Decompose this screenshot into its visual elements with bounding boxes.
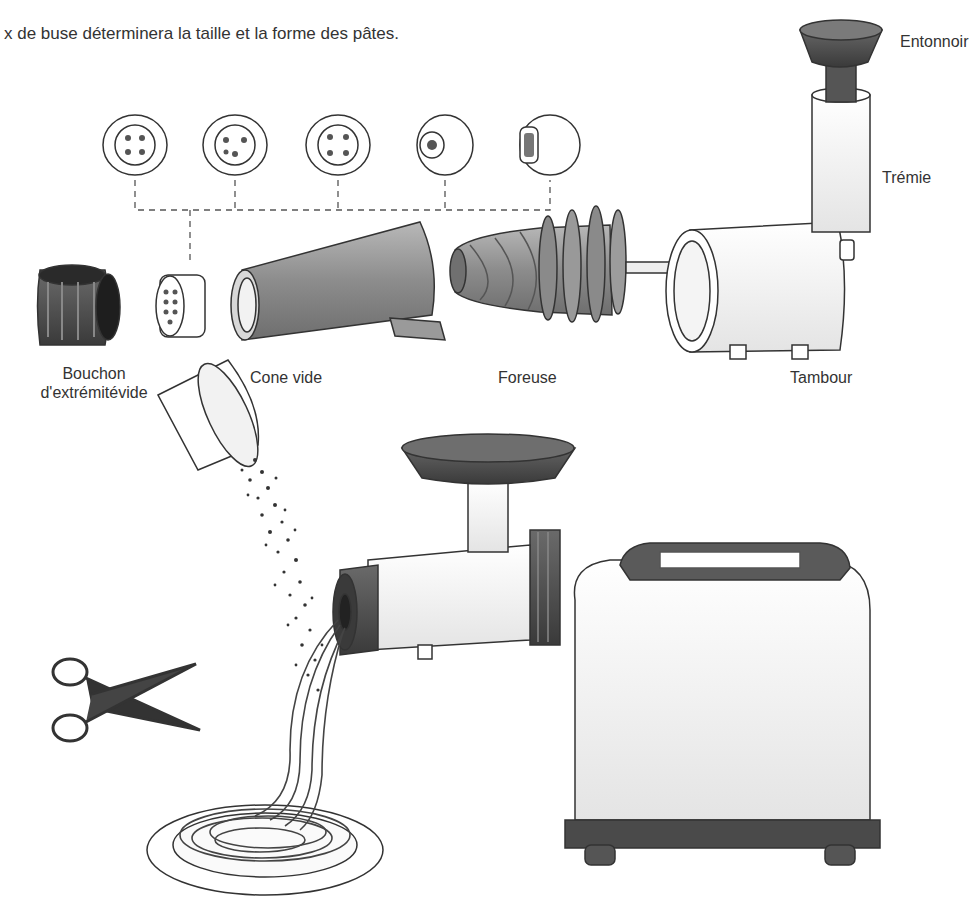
small-nozzle (156, 275, 205, 337)
flour-dots (241, 458, 324, 692)
note-text: x de buse déterminera la taille et la fo… (4, 24, 399, 44)
part-name: Cone vide (250, 368, 322, 387)
part-name: Bouchon d'extrémitévide (28, 364, 160, 402)
part-name: Tambour (790, 368, 852, 387)
part-name: Entonnoir (900, 32, 969, 51)
end-cap (38, 265, 121, 345)
cone (231, 222, 445, 340)
scissors (53, 659, 200, 741)
auger (450, 206, 674, 322)
part-name: Foreuse (498, 368, 557, 387)
part-name: Trémie (882, 168, 931, 187)
assembled-machine (333, 434, 880, 865)
plate-with-pasta (147, 620, 383, 895)
nozzle-row (103, 115, 580, 175)
drum (666, 20, 882, 359)
